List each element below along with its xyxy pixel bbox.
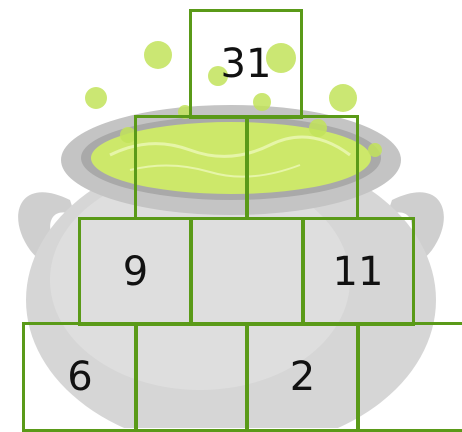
- brick-value: 2: [290, 357, 315, 397]
- pyramid-brick-row3-middle[interactable]: [189, 217, 305, 326]
- pyramid-brick-row2-right[interactable]: [245, 115, 359, 220]
- pyramid-brick-row4-first[interactable]: 6: [22, 322, 138, 432]
- pyramid-brick-row2-left[interactable]: [134, 115, 249, 220]
- pyramid-brick-row4-third[interactable]: 2: [245, 322, 360, 432]
- pyramid-brick-row4-fourth[interactable]: [356, 322, 462, 432]
- pyramid-brick-top[interactable]: 31: [189, 9, 303, 119]
- brick-value: 31: [221, 44, 272, 84]
- brick-value: 6: [67, 357, 92, 397]
- pyramid-brick-row3-right[interactable]: 11: [301, 217, 415, 326]
- brick-value: 9: [123, 252, 148, 292]
- pyramid-brick-row3-left[interactable]: 9: [78, 217, 193, 326]
- pyramid-brick-row4-second[interactable]: [134, 322, 249, 432]
- brick-value: 11: [333, 252, 384, 292]
